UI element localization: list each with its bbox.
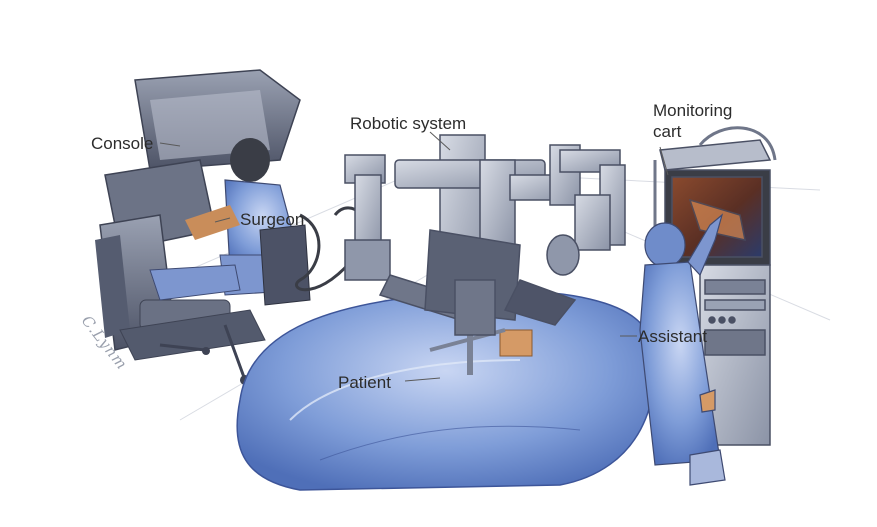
label-monitoring-cart-line1: Monitoring [653, 101, 733, 120]
label-console: Console [91, 134, 154, 153]
patient-drape [236, 290, 655, 491]
label-patient: Patient [338, 373, 391, 392]
assistant-figure [639, 213, 726, 486]
surgeon-figure [149, 138, 311, 306]
label-surgeon: Surgeon [240, 210, 305, 229]
leader-lines [159, 131, 669, 382]
robotic-system [344, 134, 626, 375]
label-assistant: Assistant [638, 327, 707, 346]
label-monitoring-cart-line2: cart [653, 122, 682, 141]
label-robotic-system: Robotic system [350, 114, 467, 133]
